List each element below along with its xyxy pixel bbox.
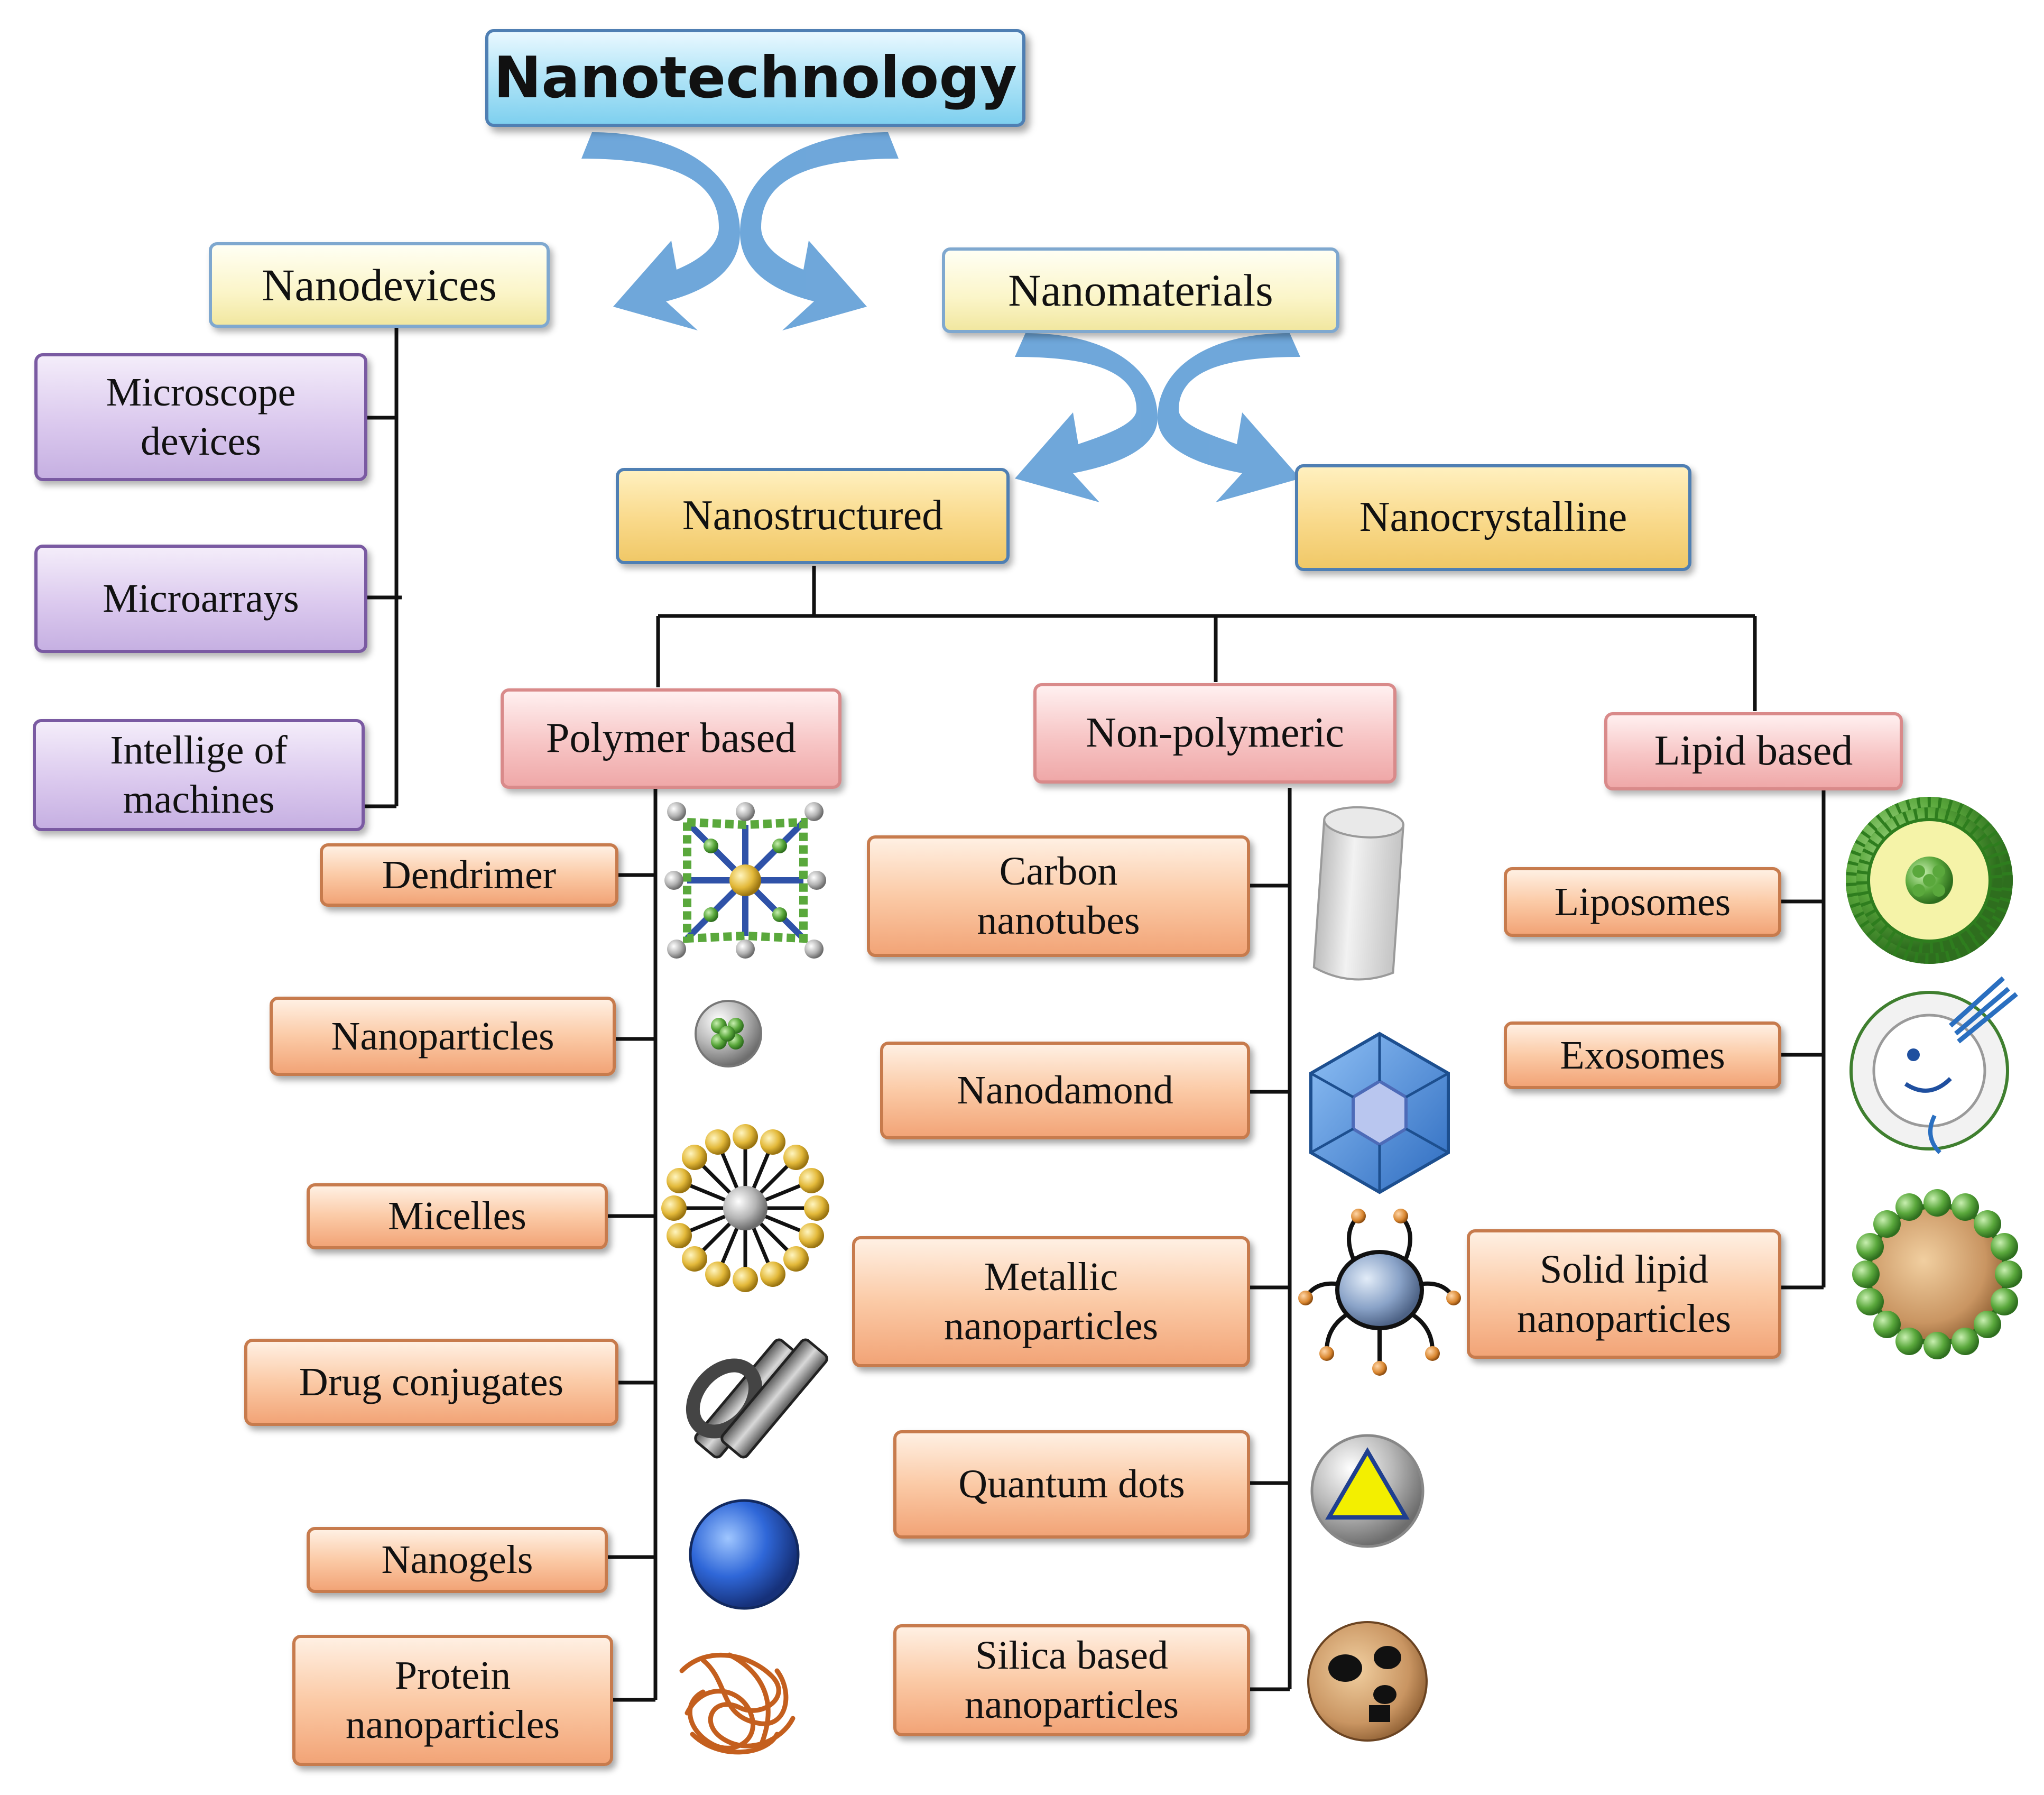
- arrow-to-nanomaterials: [740, 132, 899, 330]
- branch-nanomaterials: Nanomaterials: [942, 247, 1339, 333]
- arrow-to-nanocrystalline: [1158, 333, 1300, 502]
- item-quantum-dots: Quantum dots: [893, 1430, 1250, 1539]
- metallic-nanoparticle-icon: [1298, 1209, 1461, 1376]
- connectors: [365, 323, 1826, 1702]
- item-exosomes: Exosomes: [1504, 1021, 1781, 1089]
- protein-nanoparticle-icon: [679, 1652, 796, 1755]
- item-carbon-nanotubes: Carbon nanotubes: [867, 835, 1250, 957]
- item-solid-lipid-nanoparticles: Solid lipid nanoparticles: [1467, 1229, 1781, 1359]
- node-nanostructured: Nanostructured: [616, 468, 1010, 564]
- item-nanoparticles: Nanoparticles: [270, 997, 616, 1076]
- category-lipid: Lipid based: [1604, 712, 1903, 790]
- silica-nanoparticle-icon: [1307, 1621, 1428, 1742]
- nanoparticle-icon: [695, 1000, 762, 1067]
- connector-polymer: [608, 788, 658, 1702]
- device-microarrays: Microarrays: [34, 545, 367, 653]
- arrow-to-nanostructured: [1015, 333, 1158, 502]
- item-dendrimer: Dendrimer: [320, 843, 618, 907]
- arrows-nanomaterials: [1015, 333, 1300, 502]
- nanodiamond-icon: [1309, 1032, 1450, 1194]
- device-microscope: Microscope devices: [34, 353, 367, 481]
- branch-nanodevices: Nanodevices: [209, 242, 550, 328]
- item-metallic-nanoparticles: Metallic nanoparticles: [852, 1236, 1250, 1367]
- nanogel-icon: [689, 1499, 800, 1610]
- solid-lipid-nanoparticle-icon: [1852, 1189, 2022, 1359]
- item-drug-conjugates: Drug conjugates: [244, 1339, 618, 1426]
- item-silica-nanoparticles: Silica based nanoparticles: [893, 1624, 1250, 1736]
- exosome-icon: [1849, 976, 2018, 1154]
- connector-nanostructured: [656, 566, 1757, 711]
- node-nanocrystalline: Nanocrystalline: [1295, 464, 1691, 571]
- category-non-polymeric: Non-polymeric: [1033, 683, 1396, 784]
- item-protein-nanoparticles: Protein nanoparticles: [292, 1635, 613, 1766]
- item-nanodiamond: Nanodamond: [880, 1042, 1250, 1139]
- category-polymer: Polymer based: [501, 688, 841, 789]
- arrows-nanotechnology: [581, 132, 899, 330]
- dendrimer-icon: [664, 802, 826, 959]
- item-liposomes: Liposomes: [1504, 867, 1781, 937]
- root-title: Nanotechnology: [485, 29, 1025, 127]
- arrow-to-nanodevices: [581, 132, 740, 330]
- item-micelles: Micelles: [307, 1183, 608, 1249]
- connector-lipid: [1781, 788, 1826, 1290]
- connector-non-polymeric: [1250, 788, 1292, 1691]
- carbon-nanotube-icon: [1312, 806, 1405, 981]
- drug-conjugate-icon: [686, 1338, 828, 1459]
- connector-nanodevices: [365, 323, 402, 808]
- quantum-dot-icon: [1310, 1434, 1425, 1548]
- liposome-icon: [1846, 797, 2013, 964]
- micelle-icon: [661, 1124, 829, 1292]
- item-nanogels: Nanogels: [307, 1527, 608, 1593]
- device-intelligent-machines: Intellige of machines: [33, 719, 365, 831]
